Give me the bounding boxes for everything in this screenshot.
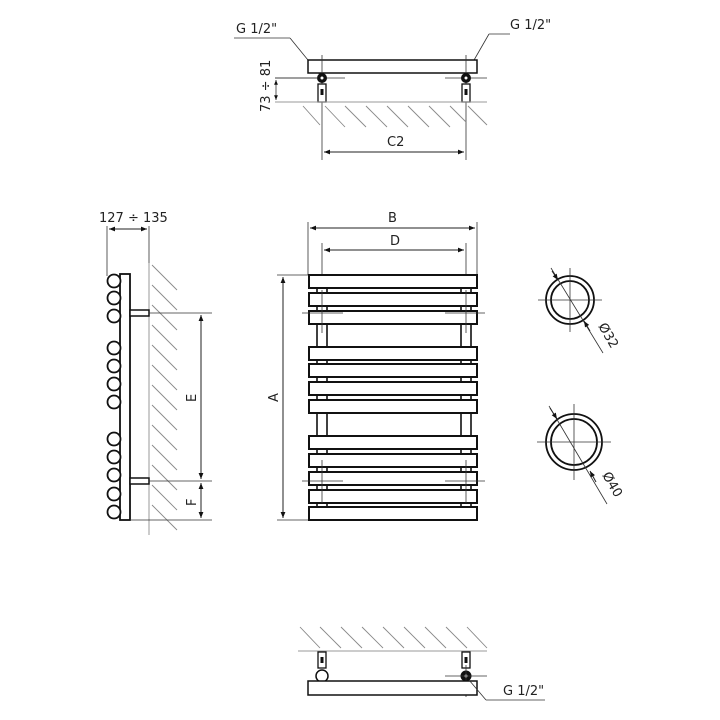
top-bar: [307, 59, 478, 74]
top-right-connection-label: G 1/2": [510, 18, 551, 33]
bars: [308, 274, 478, 521]
bottom-offset-label: F: [185, 499, 200, 506]
width-label: B: [388, 211, 397, 226]
bottom-connection-label: G 1/2": [503, 684, 544, 699]
tube-detail-32: Ø32: [538, 267, 621, 354]
wall-distance-label: 73 ÷ 81: [259, 60, 274, 112]
mount-spacing-label: E: [185, 394, 200, 402]
bottom-view: G 1/2": [298, 626, 545, 701]
tube-detail-40: Ø40: [537, 404, 625, 505]
tube-32-label: Ø32: [595, 321, 621, 352]
top-left-connection-label: G 1/2": [236, 22, 277, 37]
depth-label: 127 ÷ 135: [99, 211, 168, 226]
axis-width-label: D: [390, 234, 400, 249]
front-view: B D A: [267, 211, 485, 521]
top-view: G 1/2" G 1/2": [234, 18, 551, 160]
axis-spacing-label: C2: [387, 135, 404, 150]
tube-40-label: Ø40: [599, 470, 625, 501]
side-view: 127 ÷ 135: [99, 211, 212, 535]
height-label: A: [267, 393, 282, 402]
